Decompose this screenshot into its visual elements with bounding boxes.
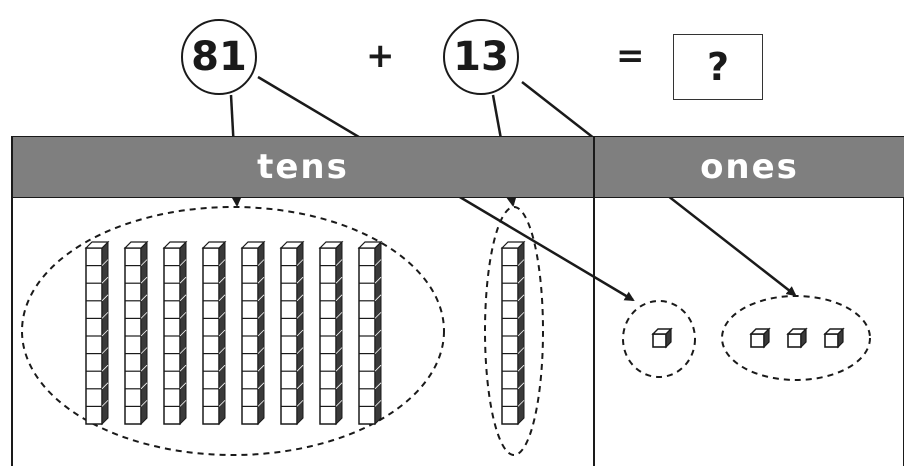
tens-rod [279,240,305,426]
tens-group-81-outline [21,206,445,456]
ones-header: ones [595,137,904,197]
ones-cube [823,327,845,349]
tens-rod [357,240,383,426]
ones-cube [749,327,771,349]
equals-sign: = [616,36,645,76]
tens-header: tens [13,137,593,197]
tens-rod [318,240,344,426]
tens-header-label: tens [257,147,349,187]
tens-rod [240,240,266,426]
addend-81-circle: 81 [181,19,257,95]
addend-13-value: 13 [453,34,509,80]
ones-group-81-outline [622,300,696,378]
tens-rod [84,240,110,426]
ones-header-label: ones [700,147,799,187]
base-ten-blocks [84,240,845,426]
ones-cube [786,327,808,349]
tens-group-13-outline [484,206,544,456]
addend-81-value: 81 [191,34,247,80]
tens-rod [162,240,188,426]
answer-box[interactable]: ? [673,34,763,100]
tens-rod [201,240,227,426]
plus-sign: + [366,36,395,76]
ones-cube [651,327,673,349]
addend-13-circle: 13 [443,19,519,95]
answer-placeholder: ? [706,45,730,89]
tens-rod [123,240,149,426]
tens-rod [500,240,526,426]
